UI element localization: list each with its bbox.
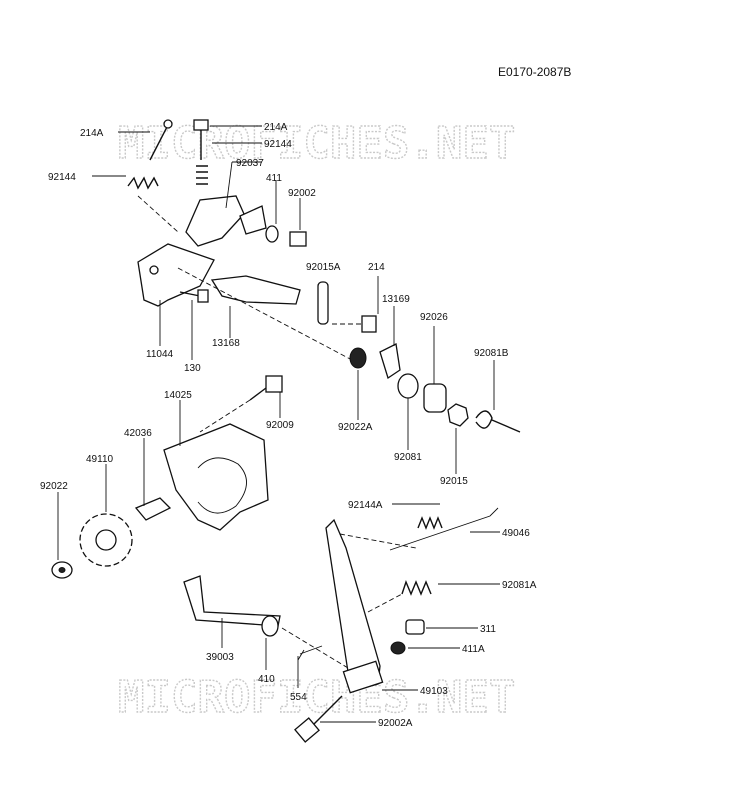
- callout-311: 311: [480, 624, 496, 635]
- link-13169: [379, 306, 401, 380]
- collar-92026: [423, 326, 447, 413]
- callout-214: 214: [368, 262, 385, 273]
- callout-92144A: 92144A: [348, 500, 383, 511]
- shaft-42036: [134, 438, 172, 521]
- washer-411: [265, 180, 279, 243]
- washer-92022a: [349, 347, 367, 420]
- watermark-top: MICROFICHES.NET: [118, 118, 515, 169]
- callout-554: 554: [290, 692, 307, 703]
- callout-92002: 92002: [288, 188, 316, 199]
- callout-92015: 92015: [440, 476, 468, 487]
- spring-92081a: [367, 580, 500, 613]
- rod-49046: [389, 507, 500, 551]
- washer-410: [261, 615, 349, 670]
- rod-39003: [183, 575, 281, 648]
- bolt-214a-left: [118, 119, 173, 161]
- bolt-92009: [199, 375, 283, 433]
- callout-214A-left: 214A: [80, 128, 104, 139]
- callout-13169: 13169: [382, 294, 410, 305]
- pin-92015a: [317, 281, 329, 325]
- callout-49110: 49110: [86, 454, 114, 465]
- callout-14025: 14025: [164, 390, 192, 401]
- callout-11044: 11044: [146, 349, 174, 360]
- callout-92144-left: 92144: [48, 172, 76, 183]
- cover-14025: [163, 400, 269, 531]
- callout-410: 410: [258, 674, 275, 685]
- bolt-214: [332, 276, 379, 333]
- callout-411A: 411A: [462, 644, 485, 655]
- callout-130: 130: [184, 363, 201, 374]
- nut-311: [405, 619, 478, 635]
- nut-92002: [289, 198, 307, 247]
- callout-92144-top: 92144: [264, 139, 292, 150]
- governor-arm-92037: [185, 161, 267, 247]
- bolt-130: [179, 289, 209, 360]
- bolt-214a-right: [193, 119, 262, 160]
- diagram-code: E0170-2087B: [498, 65, 571, 79]
- washer-92081: [397, 373, 419, 450]
- bolt-92002a: [294, 695, 376, 743]
- callout-49046: 49046: [502, 528, 530, 539]
- spring-92144-left: [92, 175, 179, 233]
- callout-42036: 42036: [124, 428, 152, 439]
- callout-49103: 49103: [420, 686, 448, 697]
- callout-92081A: 92081A: [502, 580, 537, 591]
- nut-92015: [447, 403, 469, 474]
- callout-92022: 92022: [40, 481, 68, 492]
- lever-13168: [177, 267, 353, 361]
- callout-13168: 13168: [212, 338, 240, 349]
- washer-92022: [51, 492, 73, 579]
- spring-92144-right: [196, 142, 262, 185]
- watermark-bottom: MICROFICHES.NET: [118, 672, 515, 723]
- washer-411a: [390, 641, 460, 655]
- callout-214A-right: 214A: [264, 122, 288, 133]
- callout-92081: 92081: [394, 452, 422, 463]
- callout-92015A: 92015A: [306, 262, 341, 273]
- callout-39003: 39003: [206, 652, 234, 663]
- spring-92081b: [475, 360, 521, 433]
- callout-92009: 92009: [266, 420, 294, 431]
- callout-92081B: 92081B: [474, 348, 509, 359]
- callout-92022A: 92022A: [338, 422, 373, 433]
- lever-49103: [325, 518, 418, 694]
- callout-92037: 92037: [236, 158, 264, 169]
- pin-554: [297, 645, 323, 688]
- callout-411: 411: [266, 173, 282, 184]
- gear-49110: [79, 464, 133, 567]
- callout-92026: 92026: [420, 312, 448, 323]
- callout-92002A: 92002A: [378, 718, 413, 729]
